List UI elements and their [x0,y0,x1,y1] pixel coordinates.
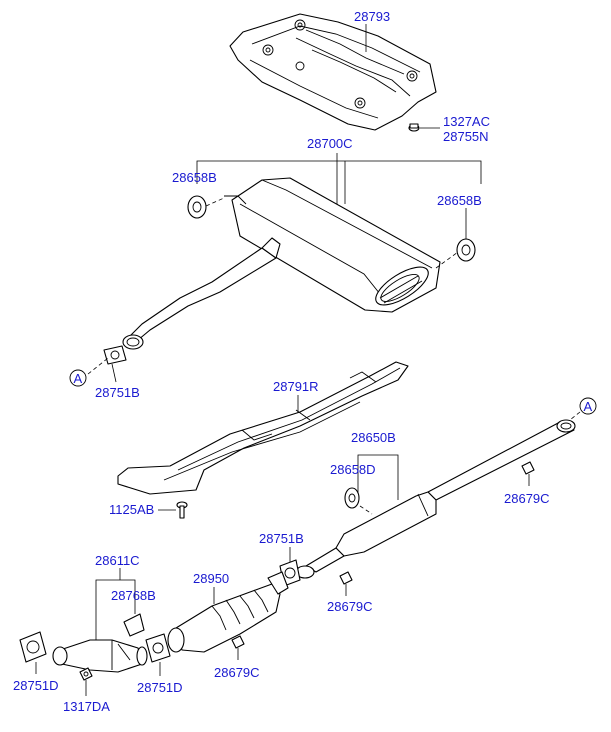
ref-a-circle-front [579,397,597,415]
callout-28679C-lower: 28679C [214,665,260,680]
hanger-rubber-left [187,195,207,219]
callout-28658B-left: 28658B [172,170,217,185]
nut-center-pipe [521,461,535,475]
ref-a-circle-rear [69,369,87,387]
nut-manifold [79,667,93,681]
callout-28768B: 28768B [111,588,156,603]
flange-nut [408,123,420,132]
center-heat-protector [117,361,409,495]
callout-28791R: 28791R [273,379,319,394]
callout-28679C-mid: 28679C [327,599,373,614]
callout-28650B: 28650B [351,430,396,445]
callout-1317DA: 1317DA [63,699,110,714]
upper-heat-protector [229,13,437,131]
nut-converter [231,635,245,649]
callout-ref-a-front: A [584,399,593,414]
callout-28755N: 28755N [443,129,489,144]
callout-1125AB: 1125AB [109,502,154,517]
callout-28751D-right: 28751D [137,680,183,695]
callout-28658B-right: 28658B [437,193,482,208]
callout-28950: 28950 [193,571,229,586]
callout-28793: 28793 [354,9,390,24]
front-pipe [52,613,148,673]
gasket-manifold [19,631,47,663]
muffler-inlet-pipe [122,237,281,350]
callout-28679C-upper: 28679C [504,491,550,506]
callout-28658D: 28658D [330,462,376,477]
catalytic-converter [167,571,289,653]
callout-1327AC: 1327AC [443,114,490,129]
callout-ref-a-rear: A [74,371,83,386]
callout-28700C: 28700C [307,136,353,151]
gasket-rear [103,345,127,365]
hanger-rubber-right [456,238,476,262]
callout-28751D-left: 28751D [13,678,59,693]
callout-28611C: 28611C [95,553,140,568]
nut-mid [339,571,353,585]
hanger-rubber-center [344,487,360,509]
muffler [231,177,441,313]
gasket-converter [145,633,171,663]
callout-28751B-mid: 28751B [259,531,304,546]
bolt [176,501,188,519]
callout-28751B-rear: 28751B [95,385,140,400]
center-pipe [295,419,576,579]
